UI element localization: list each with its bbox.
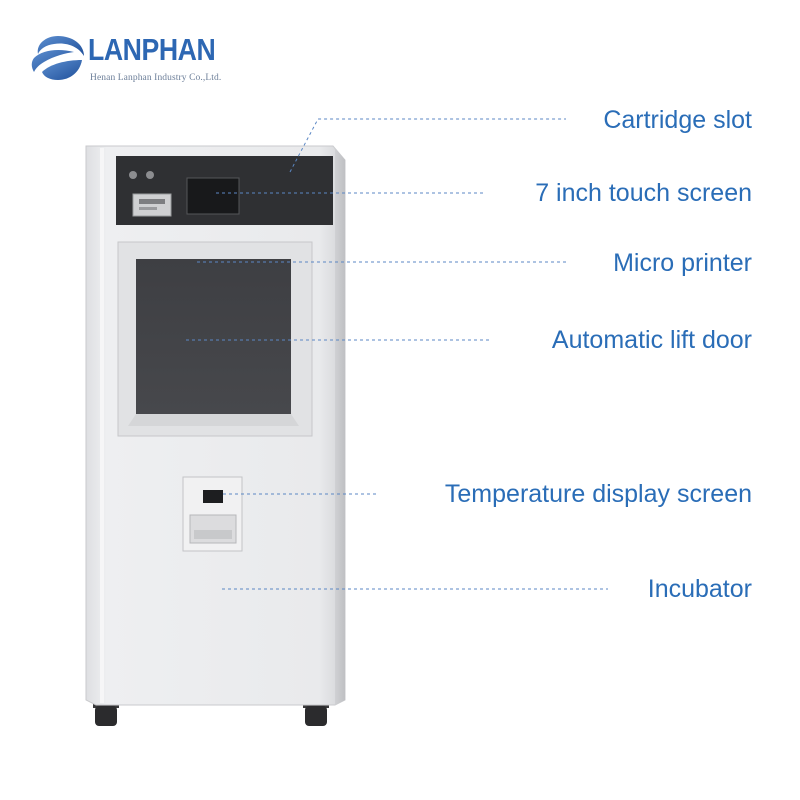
callout-temperature-display: Temperature display screen	[444, 480, 752, 508]
lift-door-window	[136, 259, 291, 414]
micro-printer-unit	[132, 193, 172, 217]
leader-lines	[186, 118, 608, 590]
company-logo: LANPHAN Henan Lanphan Industry Co.,Ltd.	[28, 28, 268, 88]
callout-lift-door: Automatic lift door	[551, 326, 752, 354]
callout-micro-printer: Micro printer	[613, 249, 752, 277]
callout-touch-screen: 7 inch touch screen	[535, 179, 752, 207]
callout-incubator: Incubator	[647, 575, 752, 603]
touch-screen-unit	[186, 177, 240, 215]
callout-cartridge-slot: Cartridge slot	[603, 106, 752, 134]
brand-name: LANPHAN	[88, 32, 216, 67]
company-name: Henan Lanphan Industry Co.,Ltd.	[90, 73, 222, 83]
globe-logo-icon	[31, 36, 84, 80]
